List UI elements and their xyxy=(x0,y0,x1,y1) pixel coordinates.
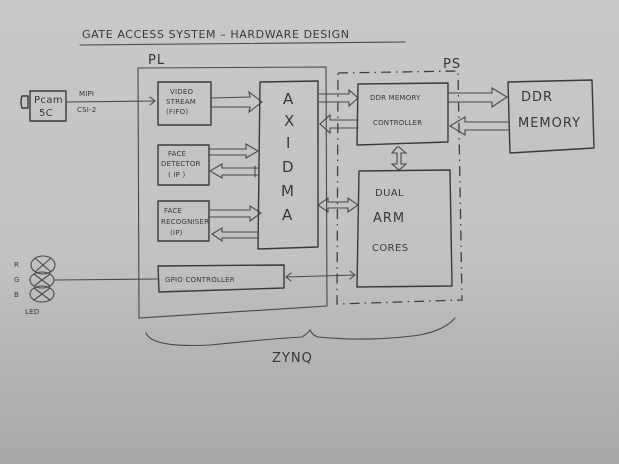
ps-region xyxy=(336,70,463,305)
svg-text:I: I xyxy=(286,134,292,152)
dual-arm-cores-block: DUAL ARM CORES xyxy=(356,169,453,288)
svg-text:LED: LED xyxy=(25,308,39,316)
led-icon xyxy=(29,255,56,303)
ddr-controller-to-dma-arrow xyxy=(319,113,359,135)
zynq-label: ZYNQ xyxy=(272,351,313,366)
svg-text:Pcam: Pcam xyxy=(34,95,63,106)
svg-text:VIDEO: VIDEO xyxy=(170,88,193,96)
svg-text:DDR MEMORY: DDR MEMORY xyxy=(370,94,421,102)
controller-to-ddr-memory-arrow xyxy=(448,87,509,109)
pl-label: PL xyxy=(148,53,165,68)
camera-link-arrow xyxy=(65,96,156,106)
controller-arm-bidirectional-arrow xyxy=(390,146,408,171)
svg-text:D: D xyxy=(282,158,295,176)
zynq-brace xyxy=(145,317,456,346)
led-to-gpio-wire xyxy=(54,278,159,281)
dma-arm-bidirectional-arrow xyxy=(317,196,359,214)
camera-lens-icon xyxy=(20,95,29,109)
ddr-memory-to-controller-arrow xyxy=(448,116,509,136)
axi-dma-block: A X I D M A xyxy=(257,80,319,250)
face-recogniser-block: FACE RECOGNISER (IP) xyxy=(157,200,210,242)
face-detector-block: FACE DETECTOR ( IP ) xyxy=(157,144,210,186)
ddr-controller-block: DDR MEMORY CONTROLLER xyxy=(356,82,449,146)
svg-text:G: G xyxy=(14,276,20,284)
svg-text:MEMORY: MEMORY xyxy=(518,116,581,131)
svg-text:B: B xyxy=(14,291,19,299)
svg-text:DETECTOR: DETECTOR xyxy=(161,160,201,168)
ddr-memory-block: DDR MEMORY xyxy=(507,79,595,154)
dma-to-recogniser-arrow xyxy=(210,227,259,243)
svg-text:STREAM: STREAM xyxy=(166,98,196,106)
recogniser-to-dma-arrow xyxy=(209,204,262,223)
fifo-to-dma-arrow xyxy=(211,90,263,114)
svg-text:FACE: FACE xyxy=(164,207,182,215)
svg-text:M: M xyxy=(281,182,295,200)
video-stream-fifo-block: VIDEO STREAM (FIFO) xyxy=(157,81,212,126)
svg-text:CONTROLLER: CONTROLLER xyxy=(373,119,422,127)
svg-text:X: X xyxy=(284,112,296,130)
csi2-label: CSI-2 xyxy=(77,106,96,114)
diagram-title: GATE ACCESS SYSTEM – HARDWARE DESIGN xyxy=(82,28,350,41)
svg-text:DDR: DDR xyxy=(521,90,553,105)
rgb-led: R G B LED xyxy=(14,255,56,316)
svg-text:DUAL: DUAL xyxy=(375,188,404,199)
svg-text:5C: 5C xyxy=(39,108,53,119)
camera-block: Pcam 5C xyxy=(20,90,67,122)
svg-text:( IP ): ( IP ) xyxy=(168,171,185,179)
svg-text:(IP): (IP) xyxy=(170,229,183,237)
svg-text:ARM: ARM xyxy=(373,211,405,226)
svg-text:RECOGNISER: RECOGNISER xyxy=(161,218,209,226)
dma-to-detector-arrow xyxy=(208,163,259,179)
title-underline xyxy=(79,41,406,46)
svg-text:R: R xyxy=(14,261,19,269)
svg-text:A: A xyxy=(283,90,295,108)
pl-region xyxy=(137,66,328,319)
svg-text:GPIO CONTROLLER: GPIO CONTROLLER xyxy=(165,276,235,284)
svg-text:(FIFO): (FIFO) xyxy=(166,108,188,116)
mipi-label: MIPI xyxy=(79,90,94,98)
svg-text:CORES: CORES xyxy=(372,243,408,254)
gpio-controller-block: GPIO CONTROLLER xyxy=(157,264,285,293)
gpio-arm-bidirectional-arrow xyxy=(285,270,356,282)
svg-text:FACE: FACE xyxy=(168,150,186,158)
svg-text:A: A xyxy=(282,206,294,224)
ps-label: PS xyxy=(443,57,461,72)
detector-to-dma-arrow xyxy=(209,143,260,159)
